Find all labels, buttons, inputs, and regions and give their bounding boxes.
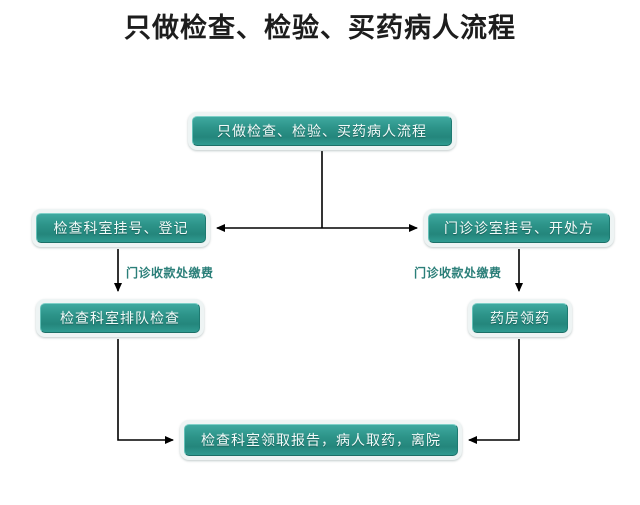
node-pharmacy-label: 药房领药	[472, 303, 568, 333]
node-exam-registration-label: 检查科室挂号、登记	[36, 213, 206, 243]
edge-exam-queue-to-end	[117, 339, 174, 444]
node-start[interactable]: 只做检查、检验、买药病人流程	[188, 112, 456, 150]
node-pharmacy[interactable]: 药房领药	[468, 299, 572, 337]
node-exam-queue-label: 检查科室排队检查	[40, 303, 200, 333]
edge-label-left-payment: 门诊收款处缴费	[126, 266, 214, 280]
node-clinic-registration-label: 门诊诊室挂号、开处方	[428, 213, 610, 243]
node-clinic-registration[interactable]: 门诊诊室挂号、开处方	[424, 209, 614, 247]
node-start-label: 只做检查、检验、买药病人流程	[192, 116, 452, 146]
node-exam-queue[interactable]: 检查科室排队检查	[36, 299, 204, 337]
node-exam-registration[interactable]: 检查科室挂号、登记	[32, 209, 210, 247]
node-end[interactable]: 检查科室领取报告，病人取药，离院	[180, 420, 462, 460]
node-end-label: 检查科室领取报告，病人取药，离院	[184, 424, 458, 456]
edge-pharmacy-to-end	[468, 339, 520, 444]
edge-label-right-payment: 门诊收款处缴费	[414, 266, 502, 280]
page-title: 只做检查、检验、买药病人流程	[124, 13, 516, 44]
